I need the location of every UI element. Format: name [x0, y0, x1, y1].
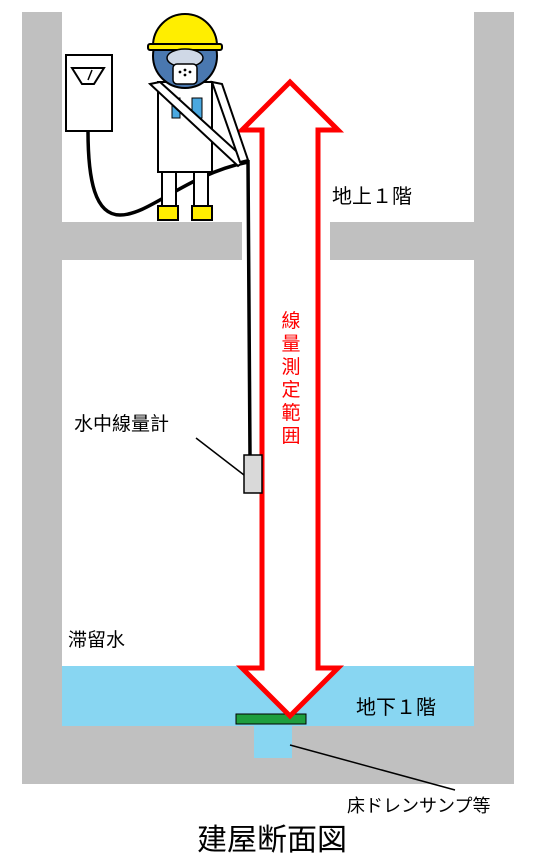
range-char: 定 — [281, 379, 300, 401]
floor-drain-sump — [254, 726, 292, 758]
drain-cover — [235, 713, 307, 725]
left-wall — [22, 12, 62, 784]
water-label: 滞留水 — [68, 629, 125, 651]
ground-floor-slab-right — [330, 222, 474, 260]
range-char: 量 — [281, 333, 300, 355]
underwater-probe-icon — [243, 454, 263, 494]
meter-cable — [86, 130, 252, 456]
range-char: 線 — [281, 310, 300, 332]
range-char: 範 — [281, 402, 300, 424]
range-char: 囲 — [281, 425, 300, 447]
meter-label: 水中線量計 — [74, 413, 169, 435]
meter-leader-line — [195, 437, 245, 476]
basement1-label: 地下１階 — [356, 695, 436, 719]
worker-in-protective-suit-icon — [147, 13, 250, 221]
range-char: 測 — [281, 356, 300, 378]
floor1-label: 地上１階 — [332, 184, 412, 208]
survey-meter-icon — [65, 54, 113, 132]
sump-leader-line — [289, 744, 456, 791]
sump-label: 床ドレンサンプ等 — [347, 796, 490, 817]
ground-floor-slab-left — [62, 222, 242, 260]
diagram-title: 建屋断面図 — [197, 823, 347, 858]
measurement-range-arrow — [235, 78, 345, 720]
measurement-range-label: 線 量 測 定 範 囲 — [281, 310, 300, 447]
right-wall — [474, 12, 514, 784]
